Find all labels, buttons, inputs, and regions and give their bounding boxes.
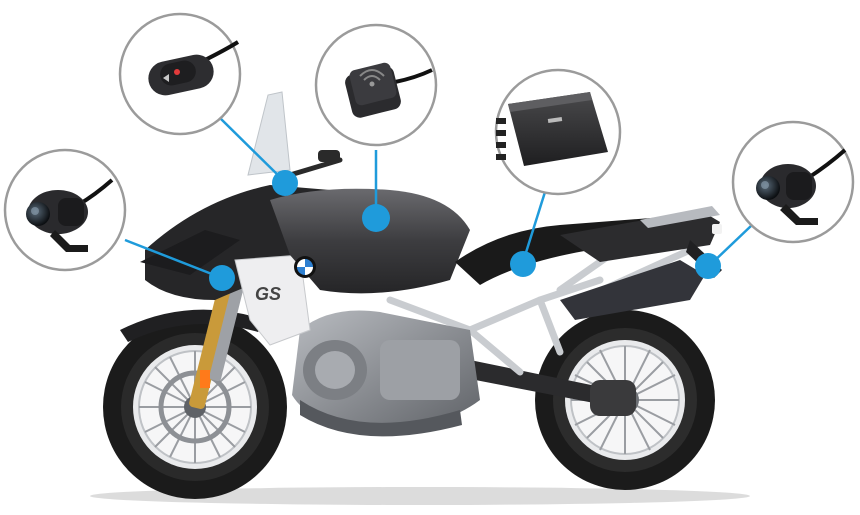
engine xyxy=(292,310,480,437)
wired-remote-callout xyxy=(118,12,242,136)
bullet-camera-icon xyxy=(26,178,114,252)
gs-badge: GS xyxy=(255,284,281,304)
front-camera-callout xyxy=(3,148,127,272)
beak xyxy=(140,230,240,275)
gps-antenna-icon xyxy=(345,62,433,118)
callout-dot-gps xyxy=(362,204,390,232)
bullet-camera-icon xyxy=(756,148,847,225)
swingarm xyxy=(465,360,625,408)
side-panel xyxy=(234,254,311,346)
dvr-unit-callout xyxy=(494,68,622,196)
bmw-roundel xyxy=(294,256,316,278)
callout-dot-dvr xyxy=(510,251,536,277)
recorder-box-icon xyxy=(496,92,608,166)
exhaust xyxy=(560,260,705,320)
fuel-tank xyxy=(270,188,470,294)
mirror xyxy=(318,150,340,162)
tail-light xyxy=(712,224,722,234)
motorcycle: GS xyxy=(103,91,722,499)
gps-module-callout xyxy=(314,23,438,147)
callout-dot-rear-camera xyxy=(695,253,721,279)
front-fork xyxy=(189,262,249,410)
final-drive xyxy=(590,380,636,416)
rear-camera-callout xyxy=(731,120,855,244)
callout-dots xyxy=(209,170,721,291)
handlebar xyxy=(287,157,343,178)
ground-shadow xyxy=(90,487,750,505)
remote-button-icon xyxy=(148,40,240,96)
tail-section xyxy=(560,210,720,262)
rear-rack xyxy=(640,206,720,228)
callout-dot-remote xyxy=(272,170,298,196)
callout-dot-front-camera xyxy=(209,265,235,291)
callout-lines xyxy=(124,117,753,280)
windscreen xyxy=(247,91,291,176)
